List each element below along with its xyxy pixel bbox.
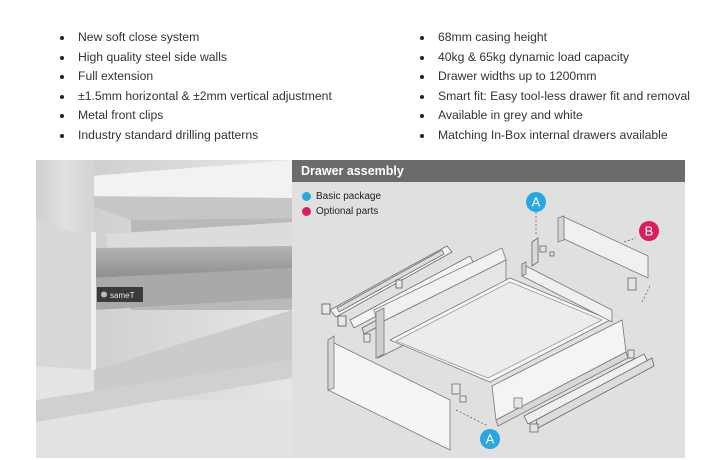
callout-a-top — [526, 192, 546, 212]
legend-label: Basic package — [316, 191, 382, 202]
feature-item: New soft close system — [58, 28, 332, 48]
legend-item-basic: Basic package — [300, 189, 381, 204]
feature-item: Drawer widths up to 1200mm — [418, 67, 690, 87]
feature-item: Metal front clips — [58, 106, 332, 126]
feature-item: Available in grey and white — [418, 106, 690, 126]
feature-list-right: 68mm casing height 40kg & 65kg dynamic l… — [418, 28, 690, 146]
drawer-assembly-panel: Drawer assembly — [292, 160, 685, 458]
callout-a-bottom-label: A — [486, 432, 495, 447]
pink-dot-icon — [302, 207, 311, 216]
panel-title: Drawer assembly — [292, 160, 685, 182]
feature-lists: New soft close system High quality steel… — [0, 28, 720, 158]
callout-a-bottom — [480, 429, 500, 449]
legend-item-optional: Optional parts — [300, 204, 381, 219]
brand-badge-text: sameT — [110, 291, 135, 300]
feature-item: Full extension — [58, 67, 332, 87]
assembly-diagram: A B A — [321, 192, 659, 451]
feature-item: Smart fit: Easy tool-less drawer fit and… — [418, 87, 690, 107]
legend: Basic package Optional parts — [300, 189, 381, 219]
feature-item: ±1.5mm horizontal & ±2mm vertical adjust… — [58, 87, 332, 107]
feature-list-left: New soft close system High quality steel… — [58, 28, 332, 146]
feature-item: Industry standard drilling patterns — [58, 126, 332, 146]
callout-b-label: B — [645, 224, 654, 239]
legend-label: Optional parts — [316, 206, 379, 217]
feature-item: 68mm casing height — [418, 28, 690, 48]
brand-badge — [97, 287, 143, 302]
feature-item: High quality steel side walls — [58, 48, 332, 68]
callout-a-top-label: A — [532, 195, 541, 210]
callout-b — [639, 221, 659, 241]
feature-item: 40kg & 65kg dynamic load capacity — [418, 48, 690, 68]
drawer-product-photo: sameT — [36, 160, 292, 458]
blue-dot-icon — [302, 192, 311, 201]
feature-item: Matching In-Box internal drawers availab… — [418, 126, 690, 146]
